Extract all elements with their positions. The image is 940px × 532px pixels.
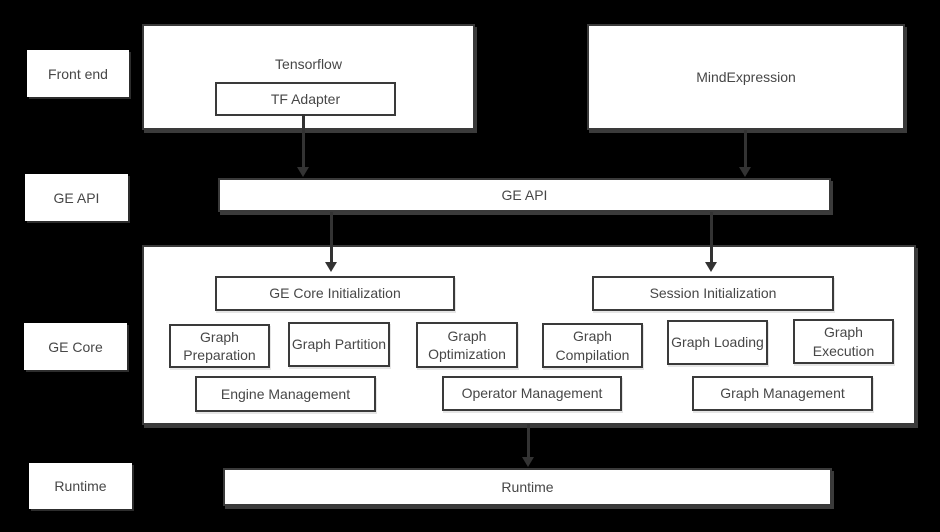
graph-preparation-label: Graph Preparation <box>183 328 256 363</box>
side-label-runtime-text: Runtime <box>54 478 107 494</box>
arrow-ge-api-to-ge-core-init-line <box>330 212 333 263</box>
tensorflow-box-title: Tensorflow <box>275 56 342 72</box>
tf-adapter-box-label: TF Adapter <box>270 90 341 107</box>
side-label-ge-core: GE Core <box>24 323 127 370</box>
side-label-runtime: Runtime <box>29 463 132 509</box>
ge-core-box: GE Core Initialization Session Initializ… <box>142 245 916 425</box>
session-initialization-label: Session Initialization <box>649 285 777 302</box>
graph-optimization-label: Graph Optimization <box>428 327 506 362</box>
side-label-ge-api: GE API <box>25 174 128 221</box>
ge-api-box: GE API <box>218 178 831 212</box>
arrow-tf-adapter-to-ge-api-line <box>302 114 305 168</box>
engine-management-box: Engine Management <box>195 376 376 412</box>
graph-loading-label: Graph Loading <box>671 334 764 351</box>
arrow-mindexpression-to-ge-api-head <box>739 167 751 177</box>
graph-execution-box: Graph Execution <box>793 319 894 364</box>
graph-management-box: Graph Management <box>692 376 873 411</box>
graph-compilation-label: Graph Compilation <box>555 328 630 363</box>
graph-compilation-box: Graph Compilation <box>542 323 643 368</box>
engine-management-label: Engine Management <box>220 385 351 402</box>
side-label-front-end-text: Front end <box>48 65 108 82</box>
runtime-box-label: Runtime <box>501 478 554 495</box>
arrow-mindexpression-to-ge-api-line <box>744 130 747 168</box>
side-label-ge-core-text: GE Core <box>48 338 103 355</box>
arrow-ge-core-to-runtime-head <box>522 457 534 467</box>
graph-preparation-box: Graph Preparation <box>169 324 270 368</box>
mindexpression-box-label: MindExpression <box>696 68 796 85</box>
mindexpression-box: MindExpression <box>587 24 905 130</box>
graph-partition-box: Graph Partition <box>288 322 390 367</box>
graph-management-label: Graph Management <box>720 385 845 402</box>
tf-adapter-box: TF Adapter <box>215 82 396 116</box>
graph-optimization-box: Graph Optimization <box>416 322 518 368</box>
runtime-box: Runtime <box>223 468 832 506</box>
arrow-ge-api-to-ge-core-init-head <box>325 262 337 272</box>
ge-core-initialization-box: GE Core Initialization <box>215 276 455 311</box>
graph-execution-label: Graph Execution <box>812 324 875 359</box>
session-initialization-box: Session Initialization <box>592 276 834 311</box>
arrow-ge-core-to-runtime-line <box>527 424 530 458</box>
tensorflow-box: Tensorflow TF Adapter <box>142 24 475 130</box>
operator-management-label: Operator Management <box>461 385 603 402</box>
side-label-ge-api-text: GE API <box>53 189 100 206</box>
arrow-ge-api-to-session-init-head <box>705 262 717 272</box>
ge-core-initialization-label: GE Core Initialization <box>269 285 401 302</box>
graph-partition-label: Graph Partition <box>291 336 387 353</box>
ge-api-box-label: GE API <box>501 186 548 203</box>
graph-loading-box: Graph Loading <box>667 320 768 365</box>
side-label-front-end: Front end <box>27 50 129 97</box>
arrow-tf-adapter-to-ge-api-head <box>297 167 309 177</box>
operator-management-box: Operator Management <box>442 376 622 411</box>
arrow-ge-api-to-session-init-line <box>710 212 713 263</box>
